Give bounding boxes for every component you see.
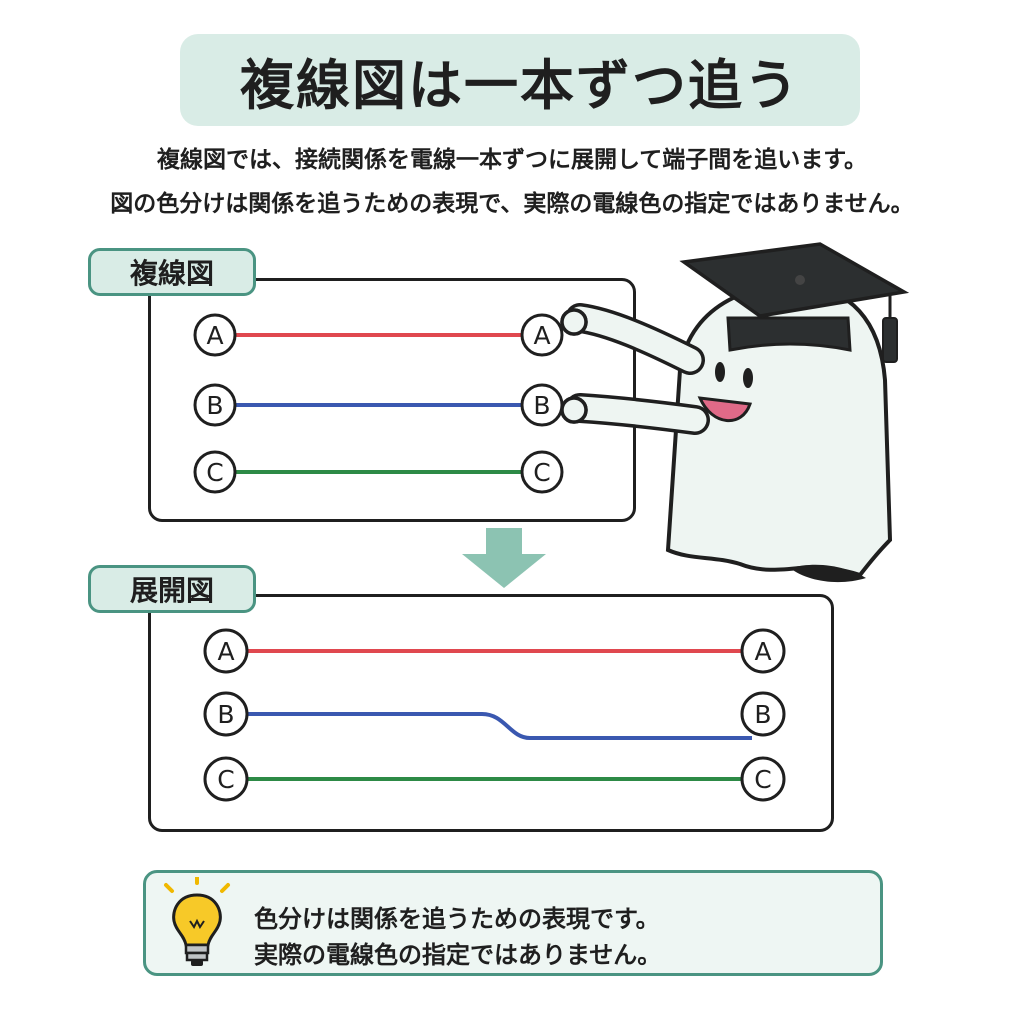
svg-text:B: B <box>217 700 234 729</box>
svg-text:C: C <box>533 458 550 487</box>
mascot-character <box>560 242 910 583</box>
expanded-diagram-label: 展開図 <box>88 565 256 613</box>
terminal-b-right-top: B <box>520 383 564 427</box>
svg-text:A: A <box>754 637 771 666</box>
wiring-diagram-label: 複線図 <box>88 248 256 296</box>
mascot-hand-upper-front <box>560 308 588 336</box>
intro-line-1: 複線図では、接続関係を電線一本ずつに展開して端子間を追います。 <box>156 147 867 173</box>
terminal-a-right-bottom: A <box>740 628 786 674</box>
arrow-down-icon <box>462 528 546 588</box>
graduation-cap-icon <box>679 242 910 363</box>
svg-text:B: B <box>754 700 771 729</box>
terminal-a-left-bottom: A <box>203 628 249 674</box>
svg-text:C: C <box>754 765 771 794</box>
terminal-b-left-bottom: B <box>203 691 249 737</box>
mascot-eye-left <box>715 362 725 382</box>
page-title: 複線図は一本ずつ追う <box>240 53 800 117</box>
title-box: 複線図は一本ずつ追う <box>180 34 860 126</box>
lightbulb-icon <box>164 877 230 966</box>
note-box: 色分けは関係を追うための表現です。 実際の電線色の指定ではありません。 <box>143 870 883 976</box>
svg-text:B: B <box>206 391 223 420</box>
terminal-c-right-bottom: C <box>740 756 786 802</box>
terminal-b-left-top: B <box>193 383 237 427</box>
mascot-hand-lower-front <box>560 396 588 424</box>
svg-text:A: A <box>206 321 223 350</box>
note-line-1: 色分けは関係を追うための表現です。 <box>254 905 660 933</box>
svg-text:A: A <box>533 321 550 350</box>
terminal-c-left-top: C <box>193 450 237 494</box>
terminal-c-left-bottom: C <box>203 756 249 802</box>
terminal-c-right-top: C <box>520 450 564 494</box>
mascot-mouth <box>697 396 753 422</box>
mascot-eye-right <box>743 368 753 388</box>
svg-text:A: A <box>217 637 234 666</box>
note-line-2: 実際の電線色の指定ではありません。 <box>254 941 662 969</box>
wire-b-bottom <box>246 712 752 740</box>
terminal-a-right-top: A <box>520 313 564 357</box>
svg-text:C: C <box>217 765 234 794</box>
intro-line-2: 図の色分けは関係を追うための表現で、実際の電線色の指定ではありません。 <box>110 191 914 217</box>
terminal-b-right-bottom: B <box>740 691 786 737</box>
svg-text:B: B <box>533 391 550 420</box>
terminal-a-left-top: A <box>193 313 237 357</box>
svg-text:C: C <box>206 458 223 487</box>
